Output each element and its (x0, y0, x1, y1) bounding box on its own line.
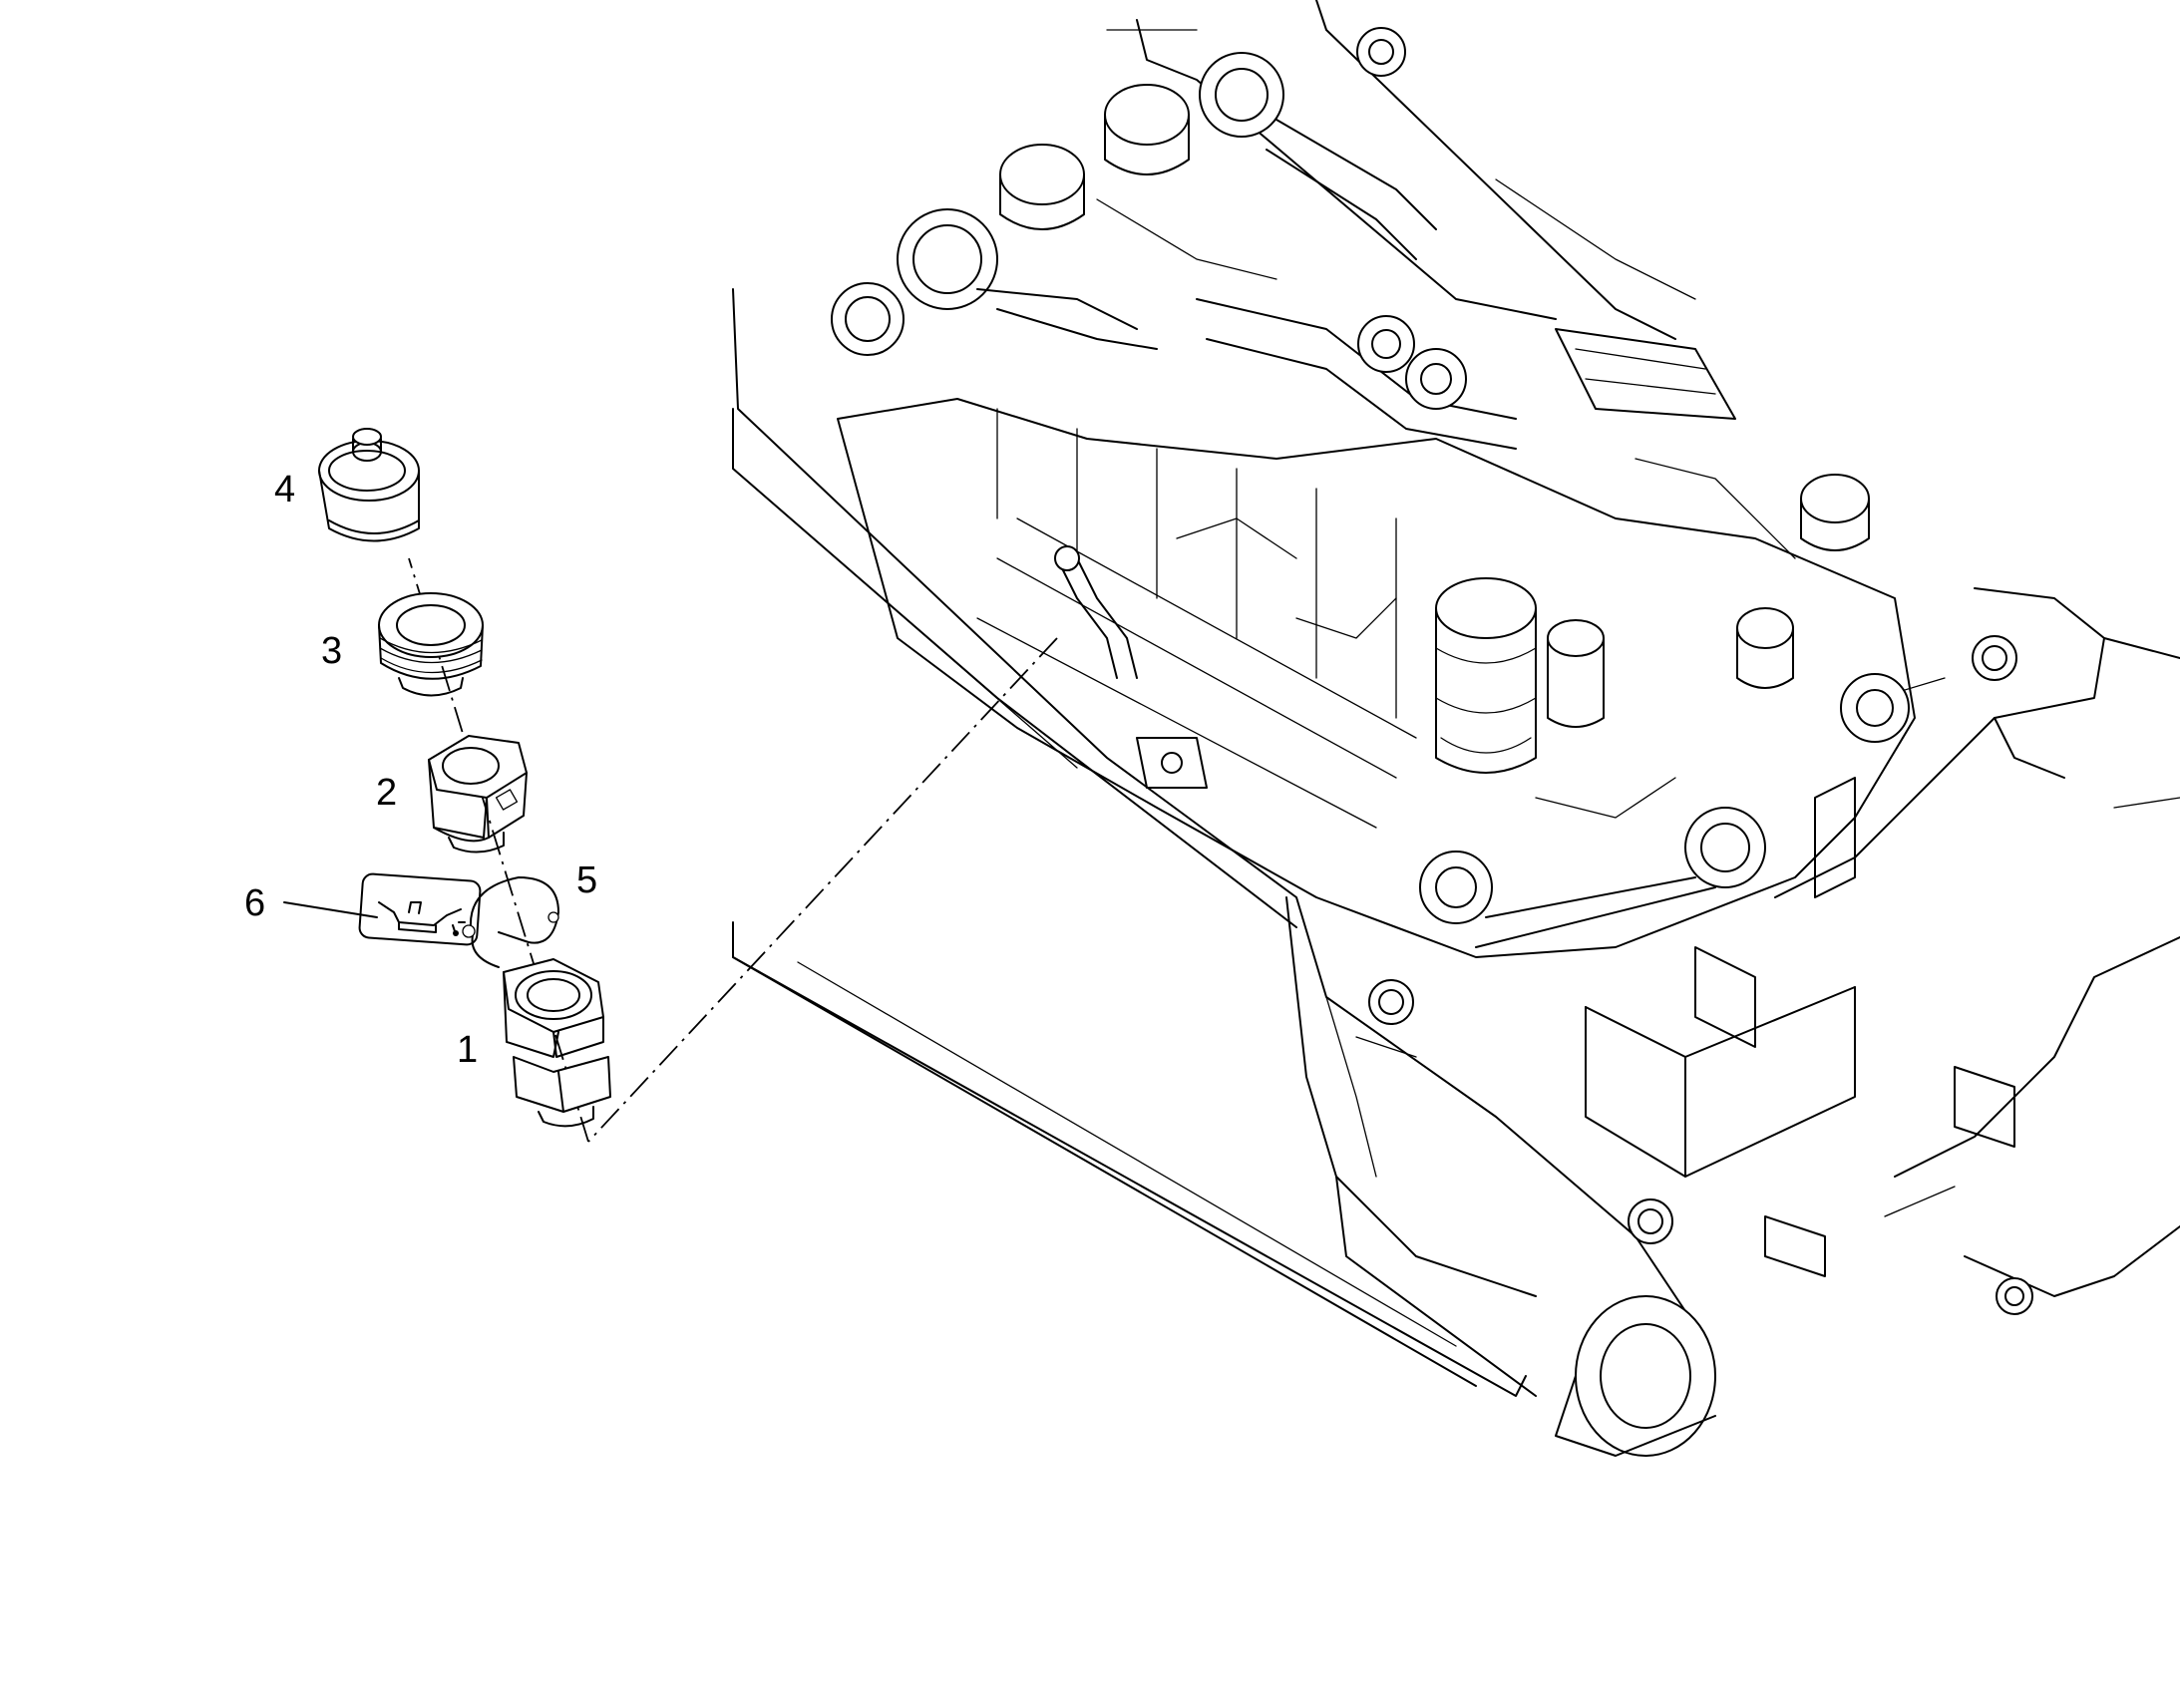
callouts: 4 3 2 5 6 1 (244, 469, 597, 1071)
callout-2: 2 (376, 772, 397, 814)
part-1-filler-neck-nut (503, 958, 611, 1128)
callout-6: 6 (244, 882, 265, 924)
callout-5: 5 (576, 859, 597, 901)
callout-4: 4 (274, 469, 295, 511)
part-4-filler-cap (318, 428, 420, 542)
part-3-threaded-ring (378, 592, 484, 697)
assembly-leader-line (587, 637, 1058, 1143)
part-6-oil-symbol-tag (358, 872, 482, 946)
callout-3: 3 (321, 630, 342, 672)
callout-6-leader (283, 901, 378, 918)
chassis-frame (732, 288, 2180, 1457)
exploded-axis-line (408, 557, 589, 1143)
part-2-adapter-sleeve (428, 735, 528, 854)
callout-1: 1 (457, 1029, 478, 1071)
part-5-retaining-strap (462, 876, 559, 968)
engine-assembly (831, 0, 1916, 958)
oil-can-icon (378, 901, 462, 936)
